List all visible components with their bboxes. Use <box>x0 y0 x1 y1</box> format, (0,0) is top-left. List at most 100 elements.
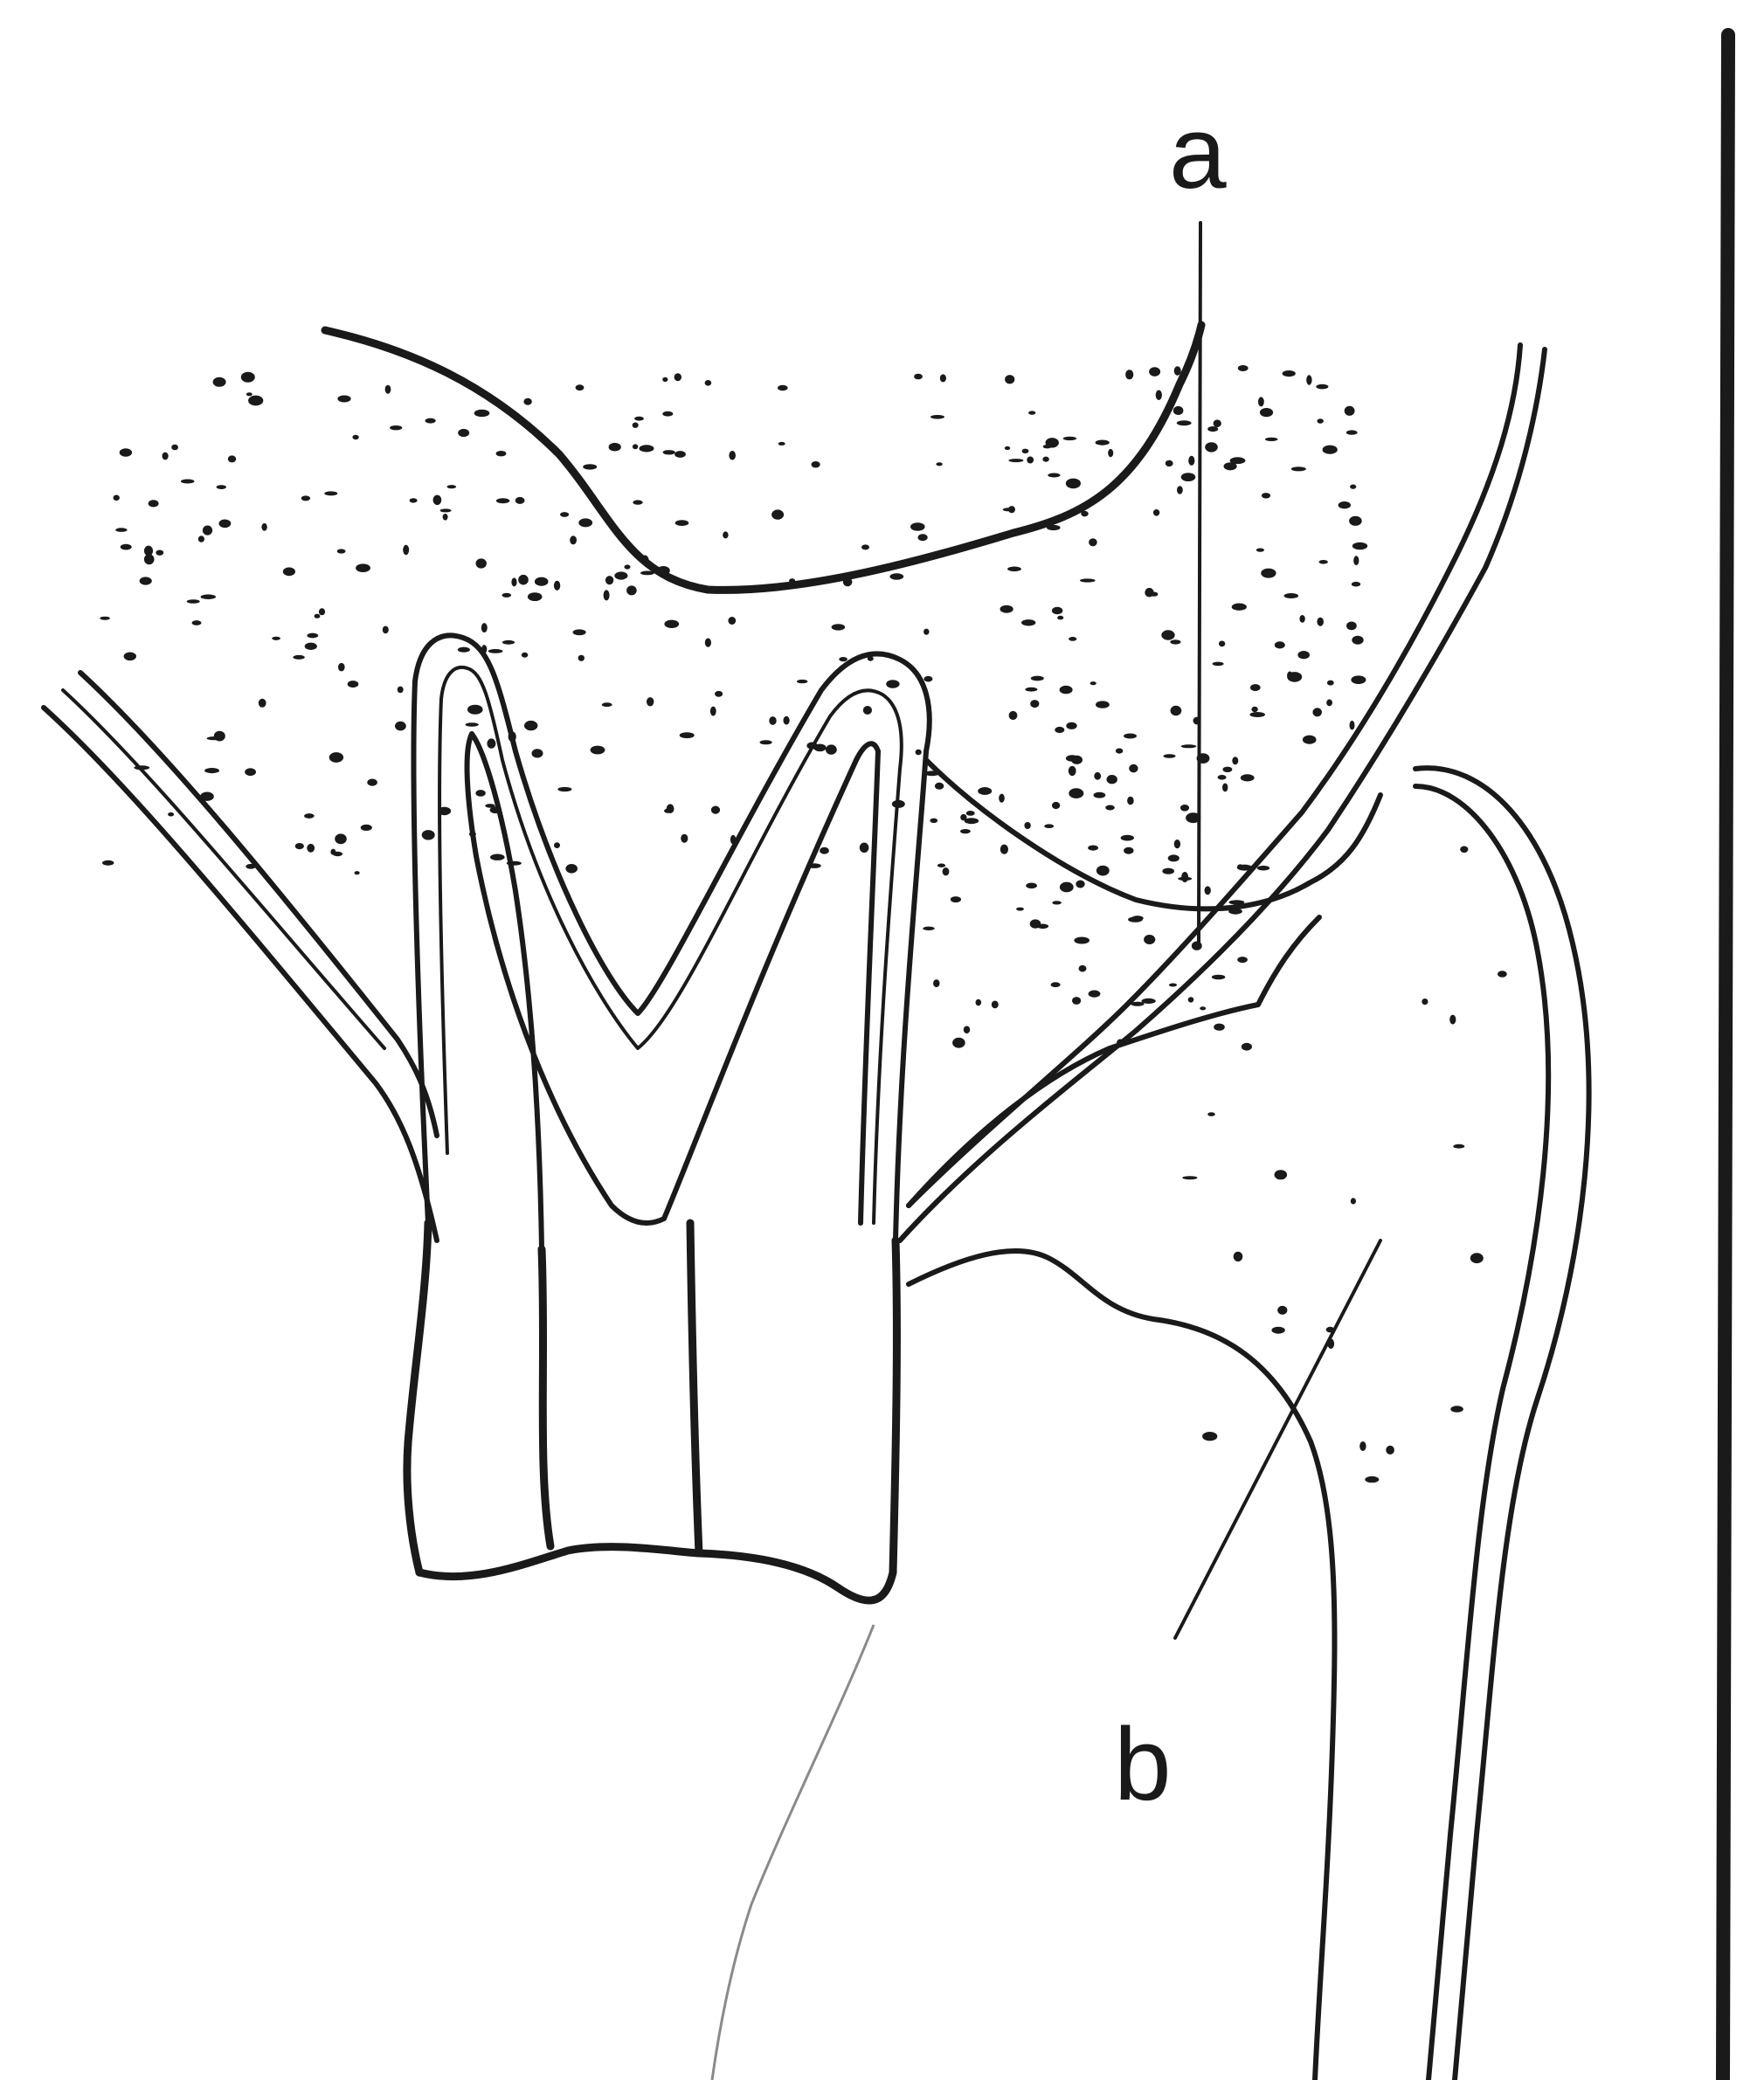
stipple-dot <box>425 418 436 424</box>
stipple-dot <box>1234 1252 1243 1261</box>
stipple-dot <box>1365 1476 1379 1482</box>
stipple-dot <box>1449 1015 1456 1025</box>
stipple-dot <box>999 794 1005 803</box>
stipple-dot <box>1060 882 1074 893</box>
stipple-dot <box>1306 375 1311 384</box>
stipple-dot <box>662 411 673 417</box>
stipple-dot <box>886 680 899 688</box>
stipple-dot <box>1350 485 1356 489</box>
left-diagonal-outer <box>44 708 437 1240</box>
stipple-dot <box>1046 438 1059 447</box>
stipple-dot <box>1283 370 1296 377</box>
stipple-dot <box>1232 757 1238 764</box>
stipple-dot <box>1051 982 1061 987</box>
stipple-dot <box>213 377 226 387</box>
stipple-dot <box>1089 538 1097 546</box>
stipple-dot <box>355 871 360 874</box>
stipple-dot <box>474 410 490 417</box>
stipple-dot <box>1230 457 1246 464</box>
stipple-dot <box>1000 605 1013 613</box>
stem-left <box>407 1223 428 1572</box>
stipple-dot <box>578 655 585 661</box>
stipple-dot <box>1021 619 1035 625</box>
stipple-dot <box>633 423 639 428</box>
stipple-dot <box>466 722 479 727</box>
stipple-dot <box>181 480 195 484</box>
stipple-dot <box>261 523 266 531</box>
stipple-dot <box>705 639 711 647</box>
stipple-dot <box>1319 560 1328 564</box>
stipple-dot <box>1453 1144 1464 1149</box>
stipple-dot <box>1009 711 1018 720</box>
stipple-dot <box>447 485 457 488</box>
stipple-dot <box>626 585 637 595</box>
stipple-dot <box>329 752 343 763</box>
stipple-dot <box>140 577 152 584</box>
stipple-dot <box>1005 375 1014 384</box>
stipple-dot <box>705 380 712 386</box>
stipple-dot <box>1149 367 1160 377</box>
upper-outline <box>325 325 1201 590</box>
stipple-dot <box>301 495 310 501</box>
stipple-dot <box>1299 615 1304 623</box>
stipple-dot <box>1164 754 1176 758</box>
stipple-dot <box>943 867 950 875</box>
stipple-dot <box>367 779 377 786</box>
stipple-dot <box>1063 437 1076 440</box>
stipple-dot <box>633 500 642 504</box>
stipple-dot <box>1205 886 1211 895</box>
stipple-dot <box>283 567 295 576</box>
stipple-dot <box>863 706 872 715</box>
stipple-dot <box>1218 775 1227 780</box>
label-b: b <box>1114 1707 1172 1822</box>
stipple-dot <box>728 617 736 625</box>
stipple-dot <box>1214 1024 1225 1031</box>
stipple-dot <box>337 396 350 403</box>
stipple-dot <box>1074 937 1090 944</box>
stipple-dot <box>192 620 202 625</box>
stipple-dot <box>1186 812 1200 823</box>
stipple-dot <box>187 599 200 604</box>
right-border-line <box>1723 35 1728 2080</box>
stipple-dot <box>1052 901 1062 904</box>
stipple-dot <box>115 528 127 532</box>
stipple-dot <box>557 787 571 791</box>
stipple-dot <box>1069 788 1083 798</box>
stipple-dot <box>1262 493 1270 498</box>
stipple-dot <box>933 979 939 987</box>
stipple-dot <box>272 637 280 640</box>
stipple-dot <box>892 800 905 808</box>
stipple-dot <box>1145 588 1153 598</box>
stipple-dot <box>633 444 638 449</box>
stipple-dot <box>518 575 529 585</box>
stipple-dot <box>488 649 503 653</box>
stipple-dot <box>711 806 720 814</box>
stipple-dot <box>916 750 922 756</box>
stipple-dot <box>1326 1327 1335 1333</box>
stipple-dot <box>338 663 345 672</box>
stipple-dot <box>1124 847 1133 854</box>
stipple-dot <box>1222 767 1232 772</box>
stipple-dot <box>1156 390 1162 400</box>
stipple-dot <box>964 1026 970 1033</box>
stipple-dot <box>502 593 512 598</box>
stipple-dot <box>246 392 252 396</box>
stipple-dot <box>1066 722 1076 729</box>
stipple-dot <box>228 455 236 462</box>
stipple-dot <box>1066 755 1078 762</box>
stipple-dot <box>1460 847 1468 853</box>
stipple-dot <box>1105 805 1115 811</box>
stipple-dot <box>976 999 982 1006</box>
stipple-dot <box>532 749 543 757</box>
stipple-dot <box>485 804 495 808</box>
stipple-dot <box>204 768 219 773</box>
stipple-dot <box>1350 721 1355 730</box>
stipple-dot <box>1265 438 1278 441</box>
stipple-dot <box>1161 630 1174 639</box>
leader-line-a <box>1199 223 1200 943</box>
stipple-dot <box>554 581 560 591</box>
stipple-dot <box>797 680 807 683</box>
stipple-dot <box>1030 700 1039 708</box>
stipple-dot <box>1166 460 1173 466</box>
stipple-dot <box>315 614 321 618</box>
